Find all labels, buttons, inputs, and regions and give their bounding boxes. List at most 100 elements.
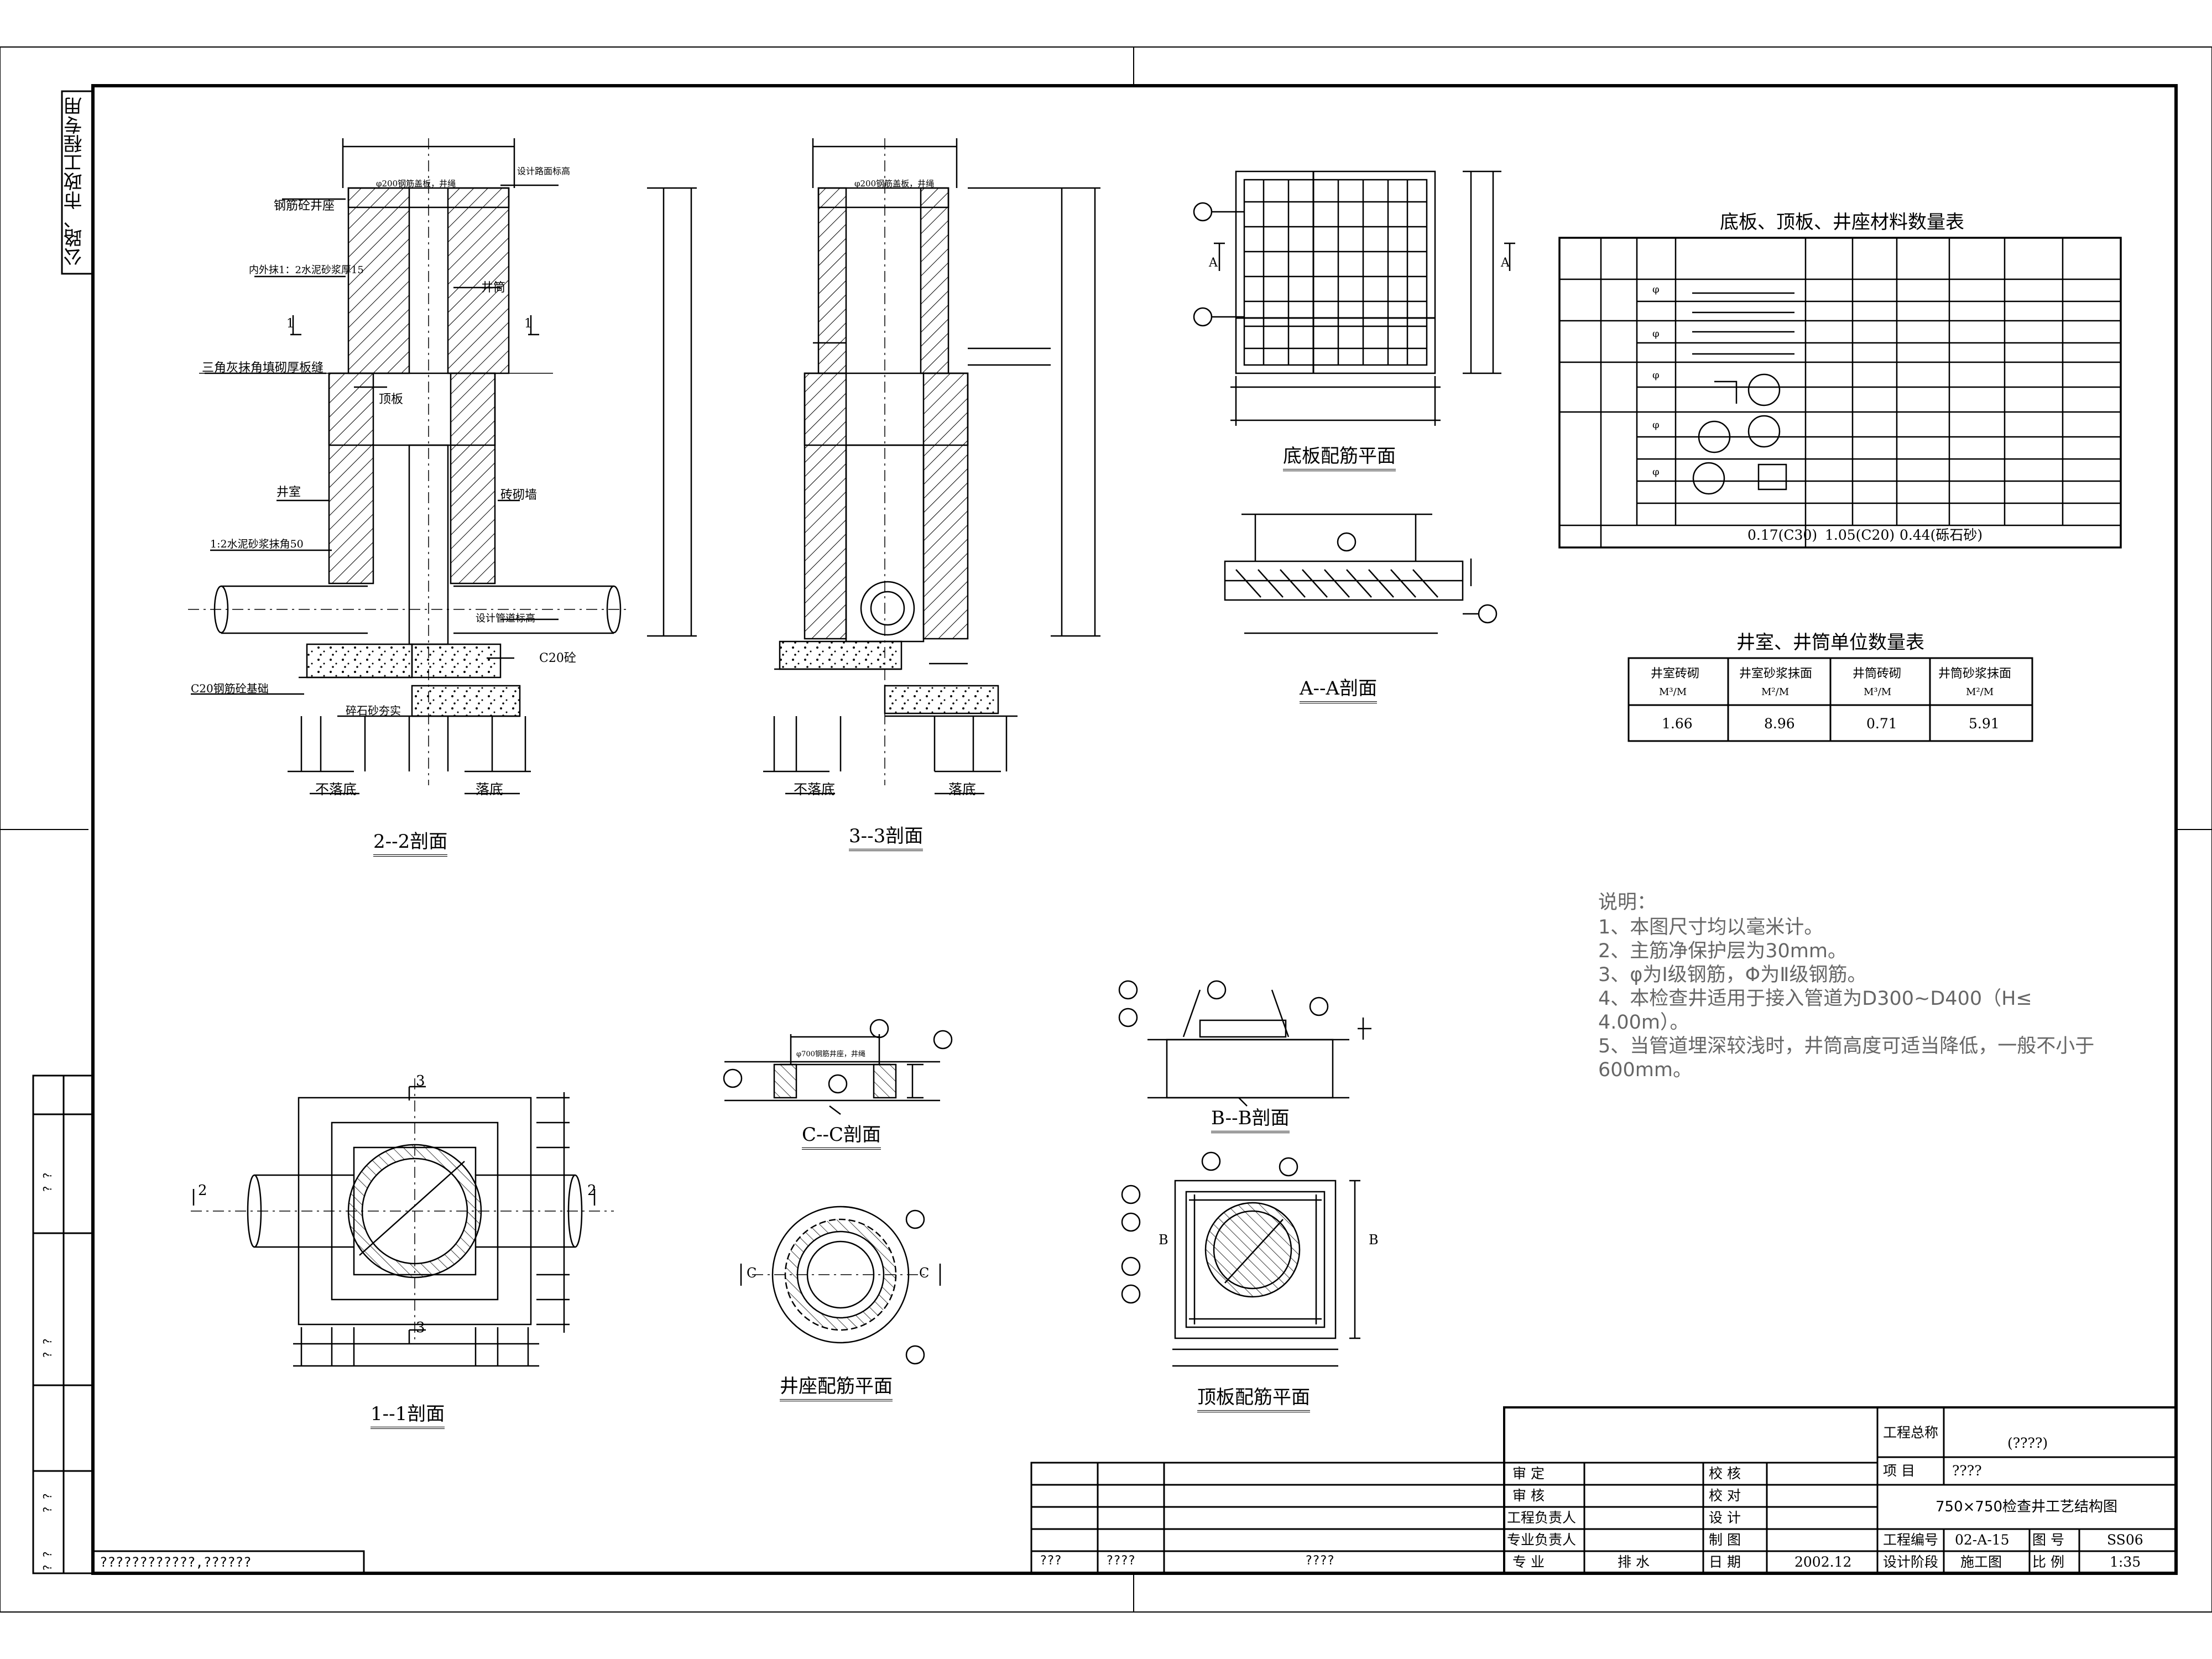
material-rebar-3: φ [1652,419,1660,431]
s22-callout-0: φ200钢筋盖板，井绳 [376,179,456,189]
s22-bottom-left: 不落底 [315,781,357,797]
material-table-title: 底板、顶板、井座材料数量表 [1720,211,1964,233]
tb-scale-label: 比 例 [2032,1554,2064,1570]
unit-table-title: 井室、井筒单位数量表 [1736,632,1924,654]
left-revision-strip [32,1074,365,1574]
unit-unit-2: M³/M [1864,686,1892,698]
unit-table-grid [1627,657,2033,742]
tb-project-no-label: 工程编号 [1883,1532,1939,1548]
tb-item-value: ???? [1952,1463,1982,1479]
left-strip-bottom-text: ????????????,?????? [100,1554,252,1570]
tb-revision-2: ???? [1305,1554,1334,1568]
notes-heading: 说明： [1598,891,1657,914]
s22-bottom-right: 落底 [476,781,504,797]
tb-project-total-label: 工程总称 [1883,1425,1939,1441]
unit-unit-0: M³/M [1659,686,1687,698]
aa-title: A--A剖面 [1300,679,1378,703]
tb-revision-0: ??? [1040,1554,1062,1568]
bb-title: B--B剖面 [1211,1109,1290,1133]
s33-callout-top: φ200钢筋盖板，井绳 [854,179,935,189]
seat-plan-mark-right: C [919,1265,930,1281]
tb-drawing-title: 750×750检查井工艺结构图 [1936,1499,2118,1515]
notes-line-5: 5、当管道埋深较浅时，井筒高度可适当降低，一般不小于 [1598,1035,2095,1057]
tb-revision-1: ???? [1106,1554,1135,1568]
tb-stage-value: 施工图 [1960,1554,2002,1570]
unit-header-3: 井筒砂浆抹面 [1938,667,2012,681]
s22-callout-13: 碎石砂夯实 [346,704,401,717]
s11-mark3-bottom: 3 [416,1319,425,1336]
s11-mark2-right: 2 [587,1182,597,1199]
tb-item-label: 项 目 [1883,1463,1915,1479]
unit-unit-3: M²/M [1966,686,1994,698]
notes-line-4: 4.00m）。 [1598,1011,1689,1034]
seat-plan-title: 井座配筋平面 [780,1377,893,1401]
left-strip-mark-3: ? ? [41,1551,54,1572]
s22-callout-5: 三角灰抹角填砌厚板缝 [202,361,324,375]
left-strip-mark-0: ? ? [41,1172,54,1193]
unit-header-0: 井室砖砌 [1651,667,1700,681]
unit-header-1: 井室砂浆抹面 [1739,667,1813,681]
bottom-plan-mark-left: A [1209,256,1218,270]
s22-mark-left: 1 [286,317,294,331]
s22-callout-12: C20钢筋砼基础 [191,682,269,695]
bottom-plan-mark-right: A [1501,256,1510,270]
tb-left-label-0: 审 定 [1512,1465,1545,1481]
bottom-plan-title: 底板配筋平面 [1283,447,1396,471]
section-3-3-drawing [763,138,1100,795]
material-table-grid [1558,237,2122,549]
unit-header-2: 井筒砖砌 [1853,667,1902,681]
notes-line-3: 4、本检查井适用于接入管道为D300~D400（H≤ [1598,988,2032,1010]
tb-scale-value: 1:35 [2110,1554,2141,1570]
left-strip-mark-2: ? ? [41,1493,54,1514]
tb-mid-label-1: 校 对 [1709,1488,1741,1504]
s11-mark3-top: 3 [416,1073,425,1089]
s22-callout-11: C20砼 [539,651,576,665]
cc-title: C--C剖面 [802,1125,881,1150]
tb-mid-label-3: 制 图 [1709,1532,1741,1548]
s22-callout-8: 砖砌墙 [500,488,538,502]
section-b-b-drawing [1118,980,1371,1107]
unit-value-0: 1.66 [1662,716,1693,732]
s22-callout-6: 顶板 [379,393,404,406]
notes-line-0: 1、本图尺寸均以毫米计。 [1598,916,1824,938]
top-plan-drawing [1121,1151,1360,1367]
top-plan-mark-right: B [1369,1232,1379,1248]
top-plan-title: 顶板配筋平面 [1197,1388,1310,1412]
section-c-c-drawing [723,1019,953,1115]
section-a-a-drawing [1224,513,1498,634]
s22-title: 2--2剖面 [373,832,448,857]
material-rebar-0: φ [1652,284,1660,295]
material-total-2: 0.44(砾石砂) [1900,527,1983,543]
seat-plan-drawing [740,1206,941,1365]
s22-callout-9: 1:2水泥砂浆抹角50 [210,538,304,550]
material-total-0: 0.17(C30) [1747,527,1818,543]
notes-line-1: 2、主筋净保护层为30mm。 [1598,940,1847,962]
tb-specialty-value: 排 水 [1618,1554,1650,1570]
seat-plan-mark-left: C [747,1265,757,1281]
material-rebar-1: φ [1652,328,1660,340]
s33-bottom-right: 落底 [948,781,977,797]
left-strip-mark-1: ? ? [41,1338,54,1359]
tb-left-label-3: 专业负责人 [1507,1532,1577,1548]
notes-line-2: 3、φ为Ⅰ级钢筋，Φ为Ⅱ级钢筋。 [1598,964,1867,986]
tb-mid-label-4: 日 期 [1709,1554,1741,1570]
material-rebar-4: φ [1652,466,1660,478]
margin-strip [61,90,94,275]
unit-value-2: 0.71 [1866,716,1897,732]
margin-strip-label: 公路、市政工程专用 [64,97,86,266]
material-total-1: 1.05(C20) [1825,527,1895,543]
tb-left-label-2: 工程负责人 [1507,1510,1577,1526]
section-2-2-drawing [188,138,697,795]
s22-callout-4: 井筒 [481,281,506,295]
title-block-grid [1030,1406,2177,1574]
cc-callout: φ700钢筋井座，井绳 [796,1050,865,1058]
s22-callout-3: 内外抹1：2水泥砂浆厚15 [249,264,364,276]
tb-sheet-no-value: SS06 [2107,1532,2143,1548]
top-plan-mark-left: B [1159,1232,1168,1248]
s11-title: 1--1剖面 [371,1405,445,1429]
tb-left-label-1: 审 核 [1512,1488,1545,1504]
s11-mark2-left: 2 [198,1182,207,1199]
tb-stage-label: 设计阶段 [1883,1554,1939,1570]
s22-callout-1: 设计路面标高 [517,166,571,176]
